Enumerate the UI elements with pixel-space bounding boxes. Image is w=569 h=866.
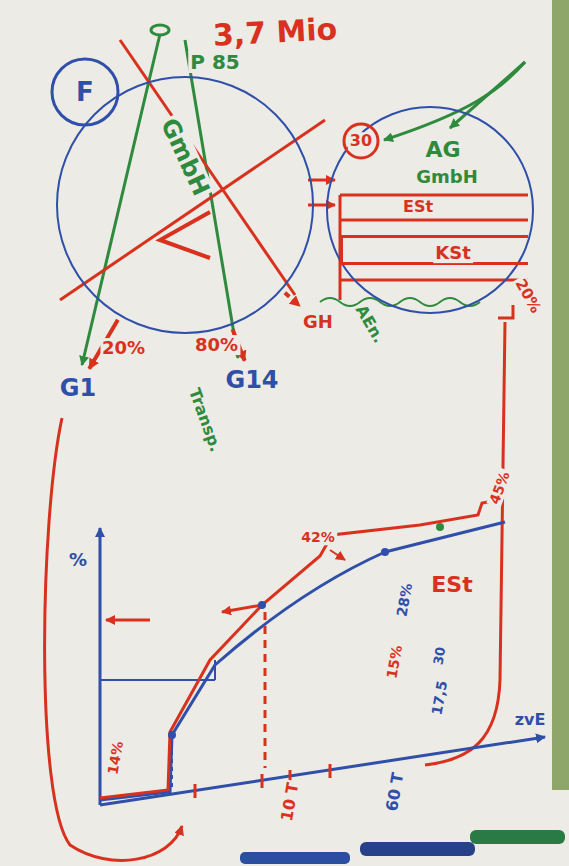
chart-dot: [436, 523, 444, 531]
note-label: 10 T: [278, 779, 303, 824]
circle-outline: [55, 75, 315, 335]
sketch-line: [151, 25, 169, 35]
note-label: 60 T: [383, 769, 408, 814]
note-label: ESt: [401, 198, 435, 216]
node-text: KSt: [433, 243, 473, 263]
company-circle: GmbH: [55, 75, 315, 335]
note-label: 42%: [299, 530, 337, 545]
sketch-arrow: [384, 62, 525, 140]
sketch-wave: [320, 298, 480, 306]
circle-outline: [57, 77, 313, 333]
sketch-arrow: [222, 605, 262, 612]
sketch-bars: [340, 195, 528, 300]
note-label: 30: [431, 644, 449, 668]
text-node: G1: [53, 373, 103, 403]
flow-arrow: [285, 293, 300, 306]
note-label: 45%: [486, 468, 513, 509]
sketch-arrow: [330, 550, 345, 560]
note-label: 28%: [394, 580, 416, 620]
circled-number: 30: [342, 122, 380, 160]
sketch-line: [160, 212, 210, 258]
chart-guide: [100, 660, 215, 680]
node-text: G1: [58, 375, 98, 401]
sketch-arrow: [450, 62, 525, 128]
note-label: 14%: [105, 738, 127, 778]
note-label: %: [67, 550, 89, 570]
marker-pen: [360, 842, 475, 856]
marker-pen: [240, 852, 350, 864]
tax-band: KSt: [340, 235, 528, 265]
note-label: Transp.: [185, 384, 226, 456]
note-label: 20%: [511, 275, 545, 318]
node-text: G14: [223, 367, 280, 393]
node-text: GmbH: [414, 167, 479, 187]
sketch-loop: [425, 322, 505, 765]
node-text: GH: [301, 312, 335, 332]
text-node: G14: [218, 365, 285, 395]
note-label: ESt: [429, 573, 474, 597]
chart-dot: [168, 731, 176, 739]
window-strip: [552, 0, 569, 790]
note-label: 15%: [384, 642, 406, 682]
note-label: AEn.: [351, 300, 389, 348]
edge-label: 80%: [193, 335, 240, 355]
note-label: P 85: [188, 51, 241, 73]
node-text: AG: [423, 138, 462, 162]
node-text: GmbH: [155, 112, 215, 201]
circle-outline: [52, 59, 118, 125]
edge-label: 20%: [100, 338, 147, 358]
chart-dot: [258, 601, 266, 609]
marker-pen: [470, 830, 565, 844]
chart-guide: [264, 612, 267, 768]
note-label: zvE: [513, 711, 548, 729]
chart-tick: [195, 764, 330, 798]
sketch-line: [498, 305, 513, 318]
tax-curve: [100, 522, 505, 800]
tax-curve: [100, 500, 500, 798]
note-label: 17,5: [429, 678, 451, 719]
circle-outline: [344, 124, 378, 158]
chart-dot: [381, 548, 389, 556]
chart-axis: [99, 528, 102, 805]
chart-axis: [100, 737, 545, 805]
text-node: GH: [296, 310, 340, 334]
sketch-arrow: [106, 619, 150, 622]
person-circle: F: [50, 57, 120, 127]
note-label: 3,7 Mio: [210, 12, 340, 52]
circle-outline: [327, 107, 533, 313]
node-text: F: [74, 78, 96, 107]
node-text: 30: [348, 132, 374, 150]
